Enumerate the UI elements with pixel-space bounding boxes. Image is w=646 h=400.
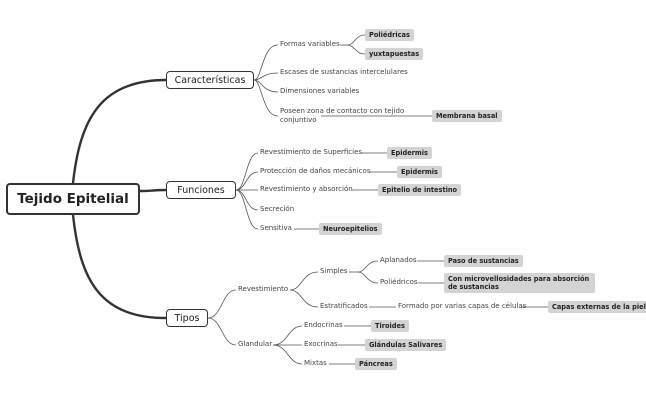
tag-pancreas[interactable]: Páncreas <box>355 358 397 370</box>
tag-membrana-basal[interactable]: Membrana basal <box>432 110 502 122</box>
topic-tipos[interactable]: Tipos <box>166 309 208 327</box>
subtopic-revestimiento[interactable]: Revestimiento <box>238 285 289 293</box>
subtopic-zona-contacto[interactable]: Poseen zona de contacto con tejido conju… <box>280 107 405 124</box>
tag-poliedricas[interactable]: Poliédricas <box>365 29 414 41</box>
subtopic-exocrinas[interactable]: Exocrinas <box>304 340 338 348</box>
subtopic-aplanados[interactable]: Aplanados <box>380 256 417 264</box>
subtopic-revestimiento-absorcion[interactable]: Revestimiento y absorción <box>260 185 353 193</box>
topic-caracteristicas[interactable]: Características <box>166 71 254 89</box>
subtopic-dimensiones[interactable]: Dimensiones variables <box>280 87 360 95</box>
tag-capas-externas[interactable]: Capas externas de la piel <box>548 301 646 313</box>
subtopic-poliedricos[interactable]: Poliédricos <box>380 278 418 286</box>
subtopic-proteccion[interactable]: Protección de daños mecánicos <box>260 167 371 175</box>
subtopic-endocrinas[interactable]: Endocrinas <box>304 321 343 329</box>
tag-yuxtapuestas[interactable]: yuxtapuestas <box>365 48 424 60</box>
subtopic-simples[interactable]: Simples <box>320 267 348 275</box>
tag-epitelio-intestino[interactable]: Epitelio de intestino <box>378 184 462 196</box>
tag-microvellosidades[interactable]: Con microvellosidades para absorción de … <box>444 273 595 293</box>
subtopic-mixtas[interactable]: Mixtas <box>304 359 327 367</box>
tag-tiroides[interactable]: Tiroides <box>371 320 409 332</box>
root-topic[interactable]: Tejido Epitelial <box>6 183 140 215</box>
subtopic-escases[interactable]: Escases de sustancias intercelulares <box>280 68 408 76</box>
tag-paso-sustancias[interactable]: Paso de sustancias <box>444 255 523 267</box>
tag-epidermis-1[interactable]: Epidermis <box>387 147 432 159</box>
tag-glandulas-salivares[interactable]: Glándulas Salivares <box>365 339 447 351</box>
subtopic-glandular[interactable]: Glandular <box>238 340 273 348</box>
subtopic-formas-variables[interactable]: Formas variables <box>280 40 340 48</box>
subtopic-estratificados[interactable]: Estratificados <box>320 302 368 310</box>
tag-epidermis-2[interactable]: Epidermis <box>397 166 442 178</box>
subtopic-revestimiento-superficies[interactable]: Revestimiento de Superficies <box>260 148 363 156</box>
tag-neuroepitelios[interactable]: Neuroepitelios <box>319 223 382 235</box>
subtopic-formado-capas[interactable]: Formado por varias capas de células <box>398 302 527 310</box>
topic-funciones[interactable]: Funciones <box>166 181 236 199</box>
subtopic-secrecion[interactable]: Secreción <box>260 205 295 213</box>
subtopic-sensitiva[interactable]: Sensitiva <box>260 224 292 232</box>
